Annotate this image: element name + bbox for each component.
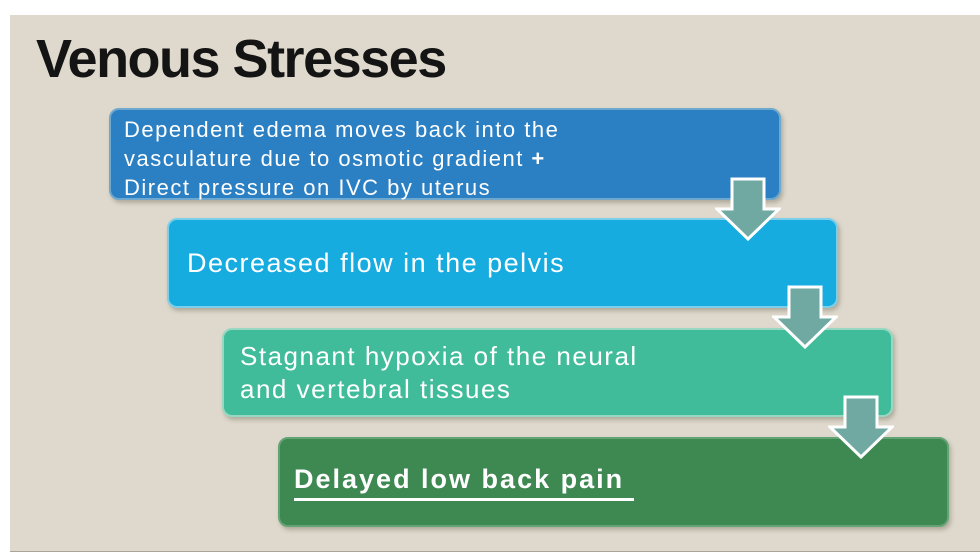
flow-step-1-line-2: vasculature due to osmotic gradient + [124,146,546,171]
flow-step-1-line-1: Dependent edema moves back into the [124,117,560,142]
flow-step-4-box: Delayed low back pain [278,437,949,527]
page-title: Venous Stresses [36,29,447,89]
flow-step-3-line-1: Stagnant hypoxia of the neural [240,340,638,371]
flow-step-3-line-2: and vertebral tissues [240,373,512,404]
down-arrow-3-icon [828,395,894,459]
flow-step-3-box: Stagnant hypoxia of the neural and verte… [222,328,893,417]
plus-sign: + [531,146,546,171]
flow-step-2-text: Decreased flow in the pelvis [187,247,566,278]
flow-step-4-text: Delayed low back pain [294,464,635,501]
down-arrow-1-icon [715,177,781,241]
down-arrow-2-icon [772,285,838,349]
flow-step-2-box: Decreased flow in the pelvis [167,218,838,308]
flow-step-1-box: Dependent edema moves back into the vasc… [109,108,781,200]
flow-step-1-text: Dependent edema moves back into the vasc… [124,115,769,202]
flow-step-1-line-3: Direct pressure on IVC by uterus [124,175,492,200]
